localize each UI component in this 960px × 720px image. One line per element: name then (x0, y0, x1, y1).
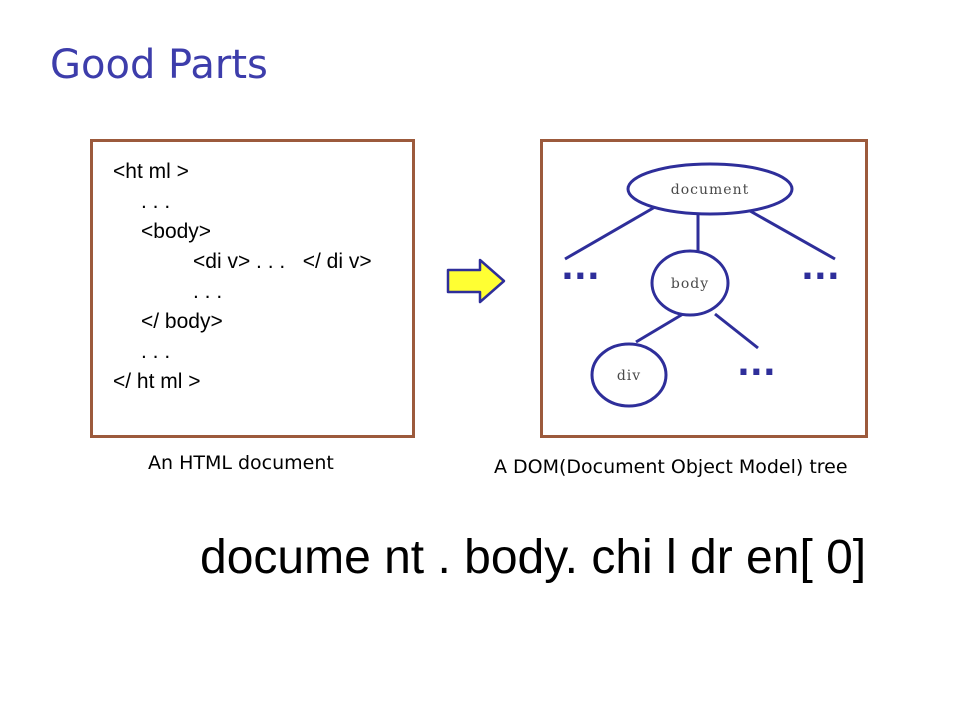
tree-edge (635, 312, 684, 344)
page-title: Good Parts (50, 42, 268, 88)
code-line: . . . (141, 190, 171, 213)
dom-expression: docume nt . body. chi l dr en[ 0] (200, 531, 867, 584)
body-node-label: body (671, 276, 709, 292)
code-line: </ body> (141, 310, 223, 333)
code-line: <ht ml > (113, 160, 189, 183)
dom-tree-box: document body div ... ... ... (540, 139, 868, 438)
html-document-caption: An HTML document (148, 452, 334, 474)
dom-tree-diagram: document body div ... ... ... (561, 162, 840, 408)
code-line: <body> (141, 220, 212, 243)
code-line: . . . (141, 340, 171, 363)
ellipsis-right: ... (801, 248, 840, 288)
code-line: <di v> . . . </ di v> (193, 250, 372, 273)
div-node (590, 342, 668, 408)
ellipsis-lower: ... (737, 344, 776, 384)
right-arrow-icon (446, 258, 506, 304)
dom-tree-caption: A DOM(Document Object Model) tree (494, 456, 848, 478)
code-line: </ ht ml > (113, 370, 201, 393)
tree-edge (564, 205, 656, 261)
body-node (650, 249, 730, 317)
tree-edge (742, 205, 836, 261)
document-node-label: document (671, 182, 749, 198)
ellipsis-left: ... (561, 248, 600, 288)
code-line: . . . (193, 280, 223, 303)
document-node (626, 162, 794, 216)
html-document-box: <ht ml > . . . <body> <di v> . . . </ di… (90, 139, 415, 438)
tree-edge (714, 312, 759, 350)
div-node-label: div (617, 368, 641, 384)
